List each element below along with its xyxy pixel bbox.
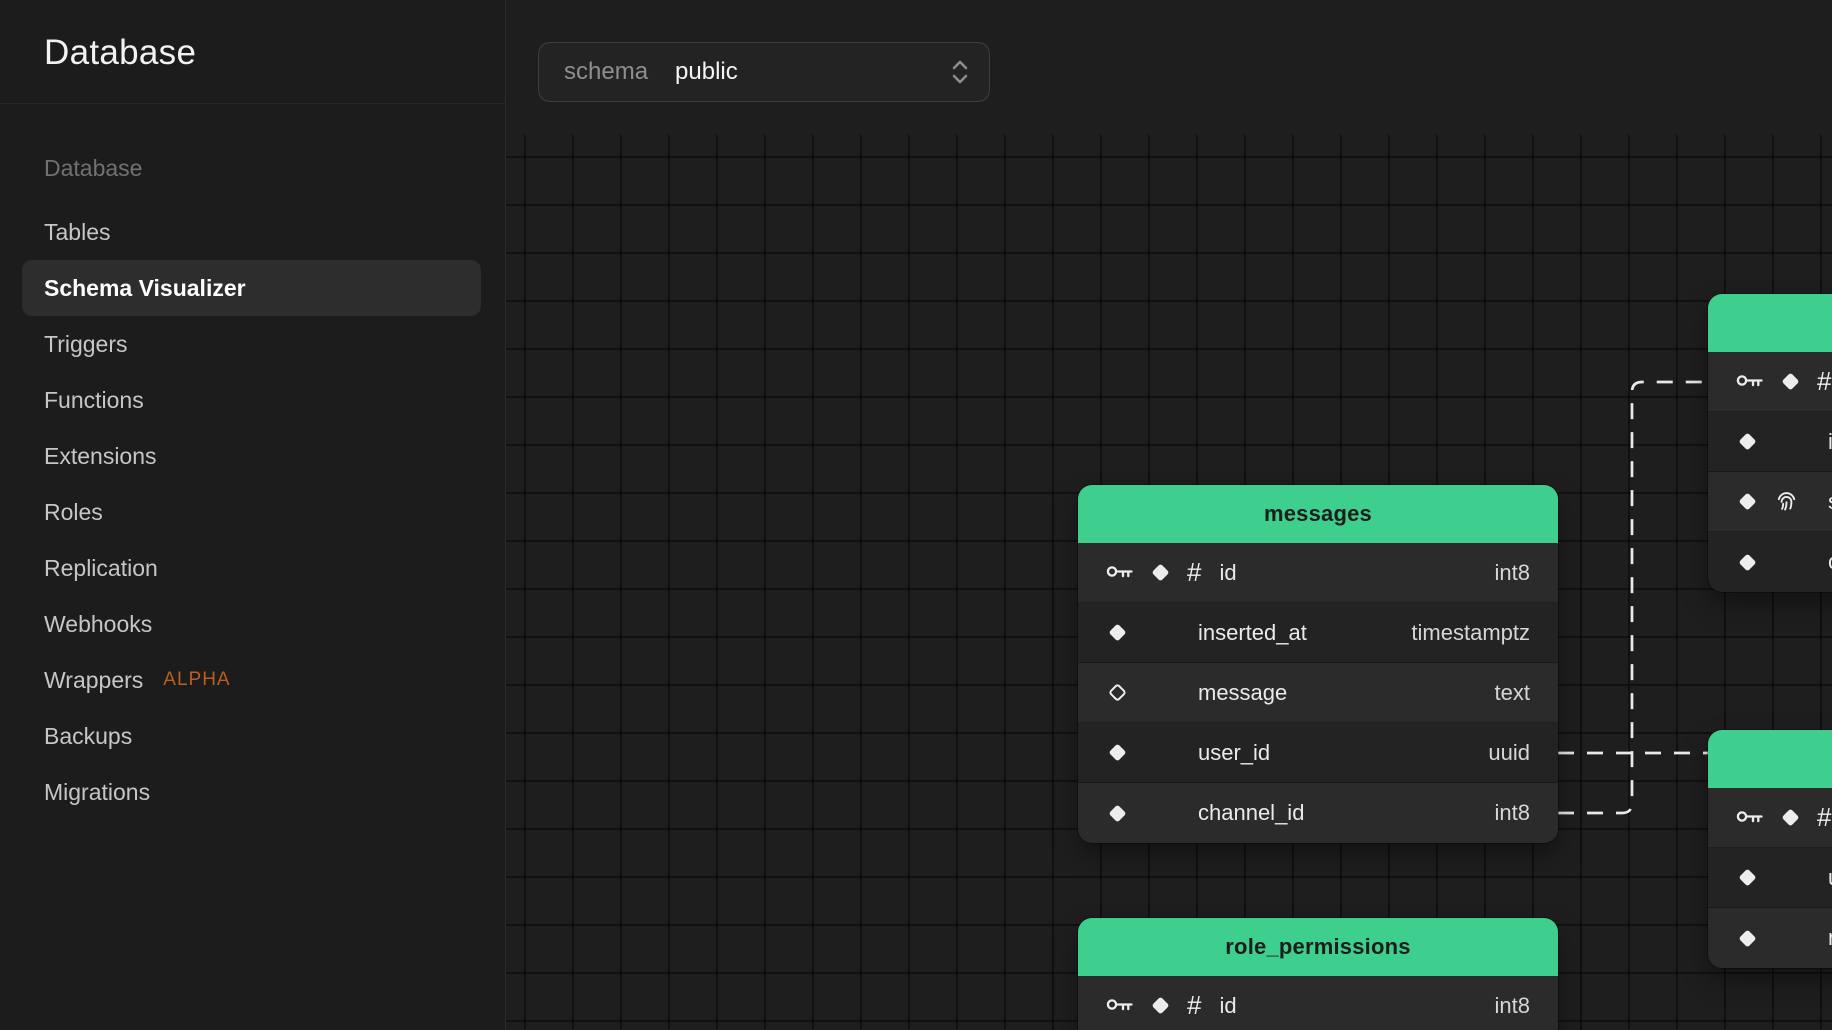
column-name: role bbox=[1828, 925, 1832, 950]
primary-key-icon bbox=[1106, 998, 1133, 1010]
table-node-header[interactable]: role_permissions bbox=[1078, 918, 1558, 976]
notnull-diamond-icon bbox=[1739, 493, 1756, 510]
notnull-diamond-icon bbox=[1152, 564, 1169, 581]
schema-canvas[interactable]: channels # id int8 inserted_at timestamp… bbox=[506, 135, 1832, 1030]
table-name: role_permissions bbox=[1225, 934, 1411, 959]
sidebar-item-webhooks[interactable]: Webhooks bbox=[44, 610, 153, 637]
page-title: Database bbox=[44, 33, 197, 72]
column-name: inserted_at bbox=[1828, 428, 1832, 454]
column-type: int8 bbox=[1494, 992, 1530, 1018]
column-type: int8 bbox=[1494, 800, 1530, 825]
table-node-user_roles[interactable]: user_roles # id int8 user_id uuid role a… bbox=[1708, 730, 1832, 968]
column-type: text bbox=[1494, 679, 1530, 705]
table-node-header[interactable]: user_roles bbox=[1708, 730, 1832, 788]
column-row-user_roles-user_id: user_id uuid bbox=[1708, 848, 1832, 908]
column-row-messages-id: # id int8 bbox=[1078, 543, 1558, 603]
column-type: uuid bbox=[1488, 739, 1530, 765]
notnull-diamond-icon bbox=[1152, 997, 1169, 1014]
column-name: message bbox=[1198, 679, 1288, 705]
sidebar-item-extensions[interactable]: Extensions bbox=[44, 442, 157, 469]
notnull-diamond-icon bbox=[1739, 930, 1756, 946]
primary-key-icon bbox=[1736, 374, 1763, 386]
sidebar-item-migrations[interactable]: Migrations bbox=[44, 778, 151, 805]
schema-select[interactable]: schema public bbox=[538, 42, 990, 102]
column-row-messages-user_id: user_id uuid bbox=[1078, 723, 1558, 783]
column-name: channel_id bbox=[1198, 800, 1305, 825]
table-node-role_permissions[interactable]: role_permissions # id int8 role app_role… bbox=[1078, 918, 1558, 1030]
sidebar-section-label: Database bbox=[44, 154, 143, 181]
notnull-diamond-icon bbox=[1109, 744, 1126, 761]
main-area: channels # id int8 inserted_at timestamp… bbox=[506, 0, 1832, 1030]
column-row-messages-message: message text bbox=[1078, 663, 1558, 723]
column-row-user_roles-role: role app_role bbox=[1708, 908, 1832, 968]
column-name: user_id bbox=[1198, 739, 1271, 765]
relationship-edge bbox=[1558, 380, 1708, 815]
table-node-channels[interactable]: channels # id int8 inserted_at timestamp… bbox=[1708, 294, 1832, 592]
schema-select-value: public bbox=[675, 58, 738, 85]
notnull-diamond-icon bbox=[1739, 554, 1756, 570]
sidebar-item-functions[interactable]: Functions bbox=[44, 386, 144, 413]
notnull-diamond-icon bbox=[1739, 869, 1756, 886]
column-row-channels-created_by: created_by uuid bbox=[1708, 532, 1832, 592]
nullable-diamond-icon bbox=[1109, 684, 1126, 701]
column-type: timestamptz bbox=[1411, 619, 1530, 645]
sidebar-item-wrappers[interactable]: Wrappers ALPHA bbox=[44, 666, 231, 693]
notnull-diamond-icon bbox=[1109, 805, 1126, 821]
column-name: inserted_at bbox=[1198, 619, 1307, 645]
notnull-diamond-icon bbox=[1782, 373, 1799, 390]
column-name: id bbox=[1219, 992, 1237, 1018]
sidebar: Database Database Tables Schema Visualiz… bbox=[0, 0, 506, 1030]
column-row-role_permissions-id: # id int8 bbox=[1078, 976, 1558, 1030]
column-name: user_id bbox=[1828, 865, 1832, 891]
column-row-channels-slug: slug text bbox=[1708, 472, 1832, 532]
identity-hash-icon: # bbox=[1817, 365, 1832, 396]
alpha-badge: ALPHA bbox=[163, 669, 231, 690]
sidebar-item-triggers[interactable]: Triggers bbox=[44, 330, 128, 357]
sidebar-item-backups[interactable]: Backups bbox=[44, 722, 133, 749]
sidebar-item-roles[interactable]: Roles bbox=[44, 498, 103, 525]
identity-hash-icon: # bbox=[1187, 989, 1202, 1020]
table-node-header[interactable]: channels bbox=[1708, 294, 1832, 352]
sidebar-nav: Database Tables Schema Visualizer Trigge… bbox=[0, 140, 505, 820]
column-row-messages-channel_id: channel_id int8 bbox=[1078, 783, 1558, 843]
notnull-diamond-icon bbox=[1739, 433, 1756, 450]
sidebar-item-replication[interactable]: Replication bbox=[44, 554, 158, 581]
sidebar-item-tables[interactable]: Tables bbox=[44, 218, 111, 245]
column-name: id bbox=[1219, 559, 1237, 585]
column-name: created_by bbox=[1828, 549, 1832, 575]
chevron-up-down-icon bbox=[952, 60, 968, 84]
column-row-user_roles-id: # id int8 bbox=[1708, 788, 1832, 848]
column-row-channels-inserted_at: inserted_at timestamptz bbox=[1708, 412, 1832, 472]
column-type: int8 bbox=[1494, 559, 1530, 585]
table-node-messages[interactable]: messages # id int8 inserted_at timestamp… bbox=[1078, 485, 1558, 843]
schema-select-label: schema bbox=[564, 58, 649, 85]
canvas-topbar: schema public bbox=[506, 0, 1832, 135]
unique-fingerprint-icon bbox=[1777, 492, 1796, 511]
column-name: slug bbox=[1828, 489, 1832, 515]
identity-hash-icon: # bbox=[1187, 556, 1202, 587]
identity-hash-icon: # bbox=[1817, 801, 1832, 832]
sidebar-item-schema-visualizer[interactable]: Schema Visualizer bbox=[22, 260, 481, 316]
column-row-messages-inserted_at: inserted_at timestamptz bbox=[1078, 603, 1558, 663]
notnull-diamond-icon bbox=[1109, 624, 1126, 641]
table-node-header[interactable]: messages bbox=[1078, 485, 1558, 543]
table-name: messages bbox=[1263, 501, 1372, 526]
sidebar-divider bbox=[0, 103, 505, 104]
primary-key-icon bbox=[1106, 565, 1133, 577]
column-row-channels-id: # id int8 bbox=[1708, 352, 1832, 412]
notnull-diamond-icon bbox=[1782, 809, 1799, 826]
primary-key-icon bbox=[1736, 810, 1763, 822]
